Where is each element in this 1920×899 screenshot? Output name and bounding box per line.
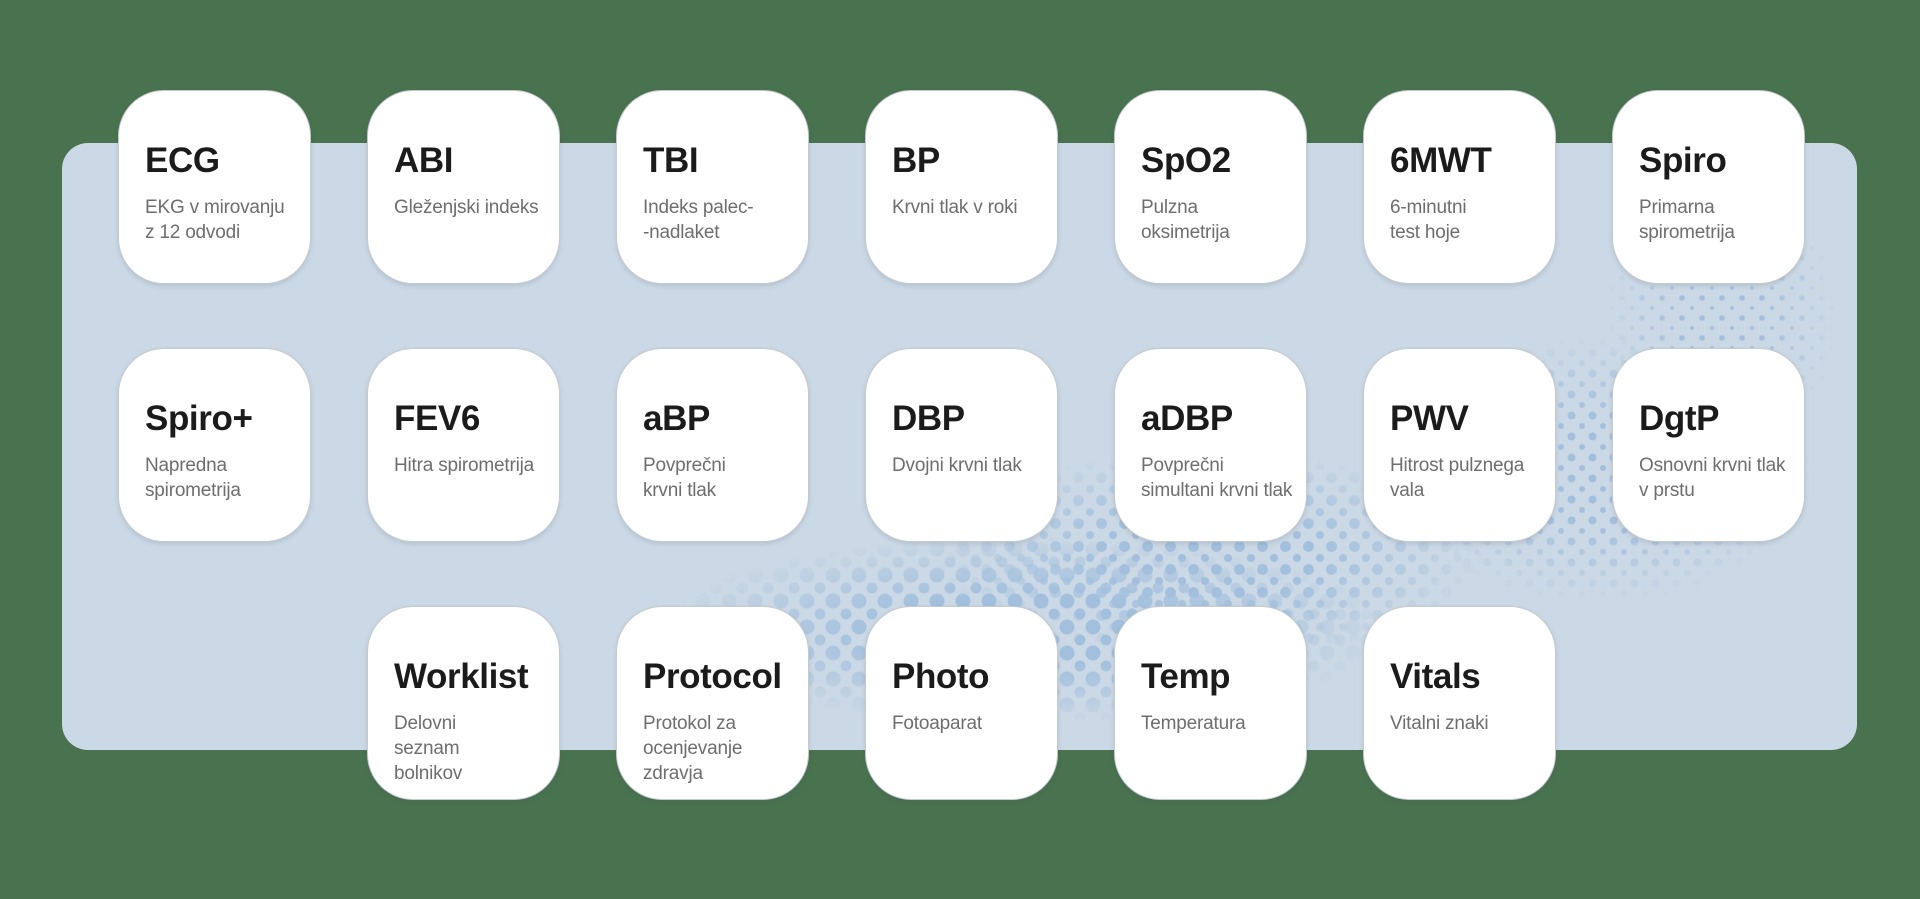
tile-title: Worklist (394, 657, 529, 696)
tile-title: TBI (643, 141, 699, 180)
tile-pwv[interactable]: PWV Hitrost pulznega vala (1363, 348, 1556, 542)
tile-title: aDBP (1141, 399, 1233, 438)
tile-tbi[interactable]: TBI Indeks palec- -nadlaket (616, 90, 809, 284)
tile-title: Spiro (1639, 141, 1727, 180)
tile-subtitle: 6-minutni test hoje (1390, 197, 1467, 243)
tile-6mwt[interactable]: 6MWT 6-minutni test hoje (1363, 90, 1556, 284)
tile-subtitle: Vitalni znaki (1390, 713, 1489, 734)
tile-worklist[interactable]: Worklist Delovni seznam bolnikov (367, 606, 560, 800)
tile-abp[interactable]: aBP Povprečni krvni tlak (616, 348, 809, 542)
tile-subtitle: Osnovni krvni tlak v prstu (1639, 455, 1786, 501)
tile-title: SpO2 (1141, 141, 1231, 180)
tile-title: DgtP (1639, 399, 1720, 438)
tile-subtitle: Delovni seznam bolnikov (394, 713, 463, 784)
tile-subtitle: Indeks palec- -nadlaket (643, 197, 754, 243)
tile-title: aBP (643, 399, 710, 438)
tile-title: FEV6 (394, 399, 480, 438)
tile-spo2[interactable]: SpO2 Pulzna oksimetrija (1114, 90, 1307, 284)
app-grid: ECG EKG v mirovanju z 12 odvodi ABI Glež… (118, 90, 1805, 800)
tile-subtitle: Protokol za ocenjevanje zdravja (643, 713, 743, 784)
tile-adbp[interactable]: aDBP Povprečni simultani krvni tlak (1114, 348, 1307, 542)
tile-photo[interactable]: Photo Fotoaparat (865, 606, 1058, 800)
tile-bp[interactable]: BP Krvni tlak v roki (865, 90, 1058, 284)
tile-subtitle: Temperatura (1141, 713, 1246, 734)
tile-title: Protocol (643, 657, 782, 696)
tile-title: Photo (892, 657, 990, 696)
tile-protocol[interactable]: Protocol Protokol za ocenjevanje zdravja (616, 606, 809, 800)
tile-ecg[interactable]: ECG EKG v mirovanju z 12 odvodi (118, 90, 311, 284)
tile-dbp[interactable]: DBP Dvojni krvni tlak (865, 348, 1058, 542)
tile-abi[interactable]: ABI Gleženjski indeks (367, 90, 560, 284)
tile-dgtp[interactable]: DgtP Osnovni krvni tlak v prstu (1612, 348, 1805, 542)
tile-subtitle: Hitrost pulznega vala (1390, 455, 1525, 501)
tile-subtitle: Pulzna oksimetrija (1141, 197, 1230, 243)
tile-title: PWV (1390, 399, 1469, 438)
tile-vitals[interactable]: Vitals Vitalni znaki (1363, 606, 1556, 800)
tile-subtitle: Hitra spirometrija (394, 455, 534, 476)
tile-subtitle: Dvojni krvni tlak (892, 455, 1022, 476)
tile-title: Spiro+ (145, 399, 253, 438)
tile-subtitle: Povprečni simultani krvni tlak (1141, 455, 1293, 501)
tile-subtitle: Gleženjski indeks (394, 197, 539, 218)
tile-spiro-plus[interactable]: Spiro+ Napredna spirometrija (118, 348, 311, 542)
tile-subtitle: Krvni tlak v roki (892, 197, 1018, 218)
tile-subtitle: Primarna spirometrija (1639, 197, 1735, 243)
tile-subtitle: Napredna spirometrija (145, 455, 241, 501)
tile-subtitle: Fotoaparat (892, 713, 982, 734)
tile-subtitle: EKG v mirovanju z 12 odvodi (145, 197, 285, 243)
tile-subtitle: Povprečni krvni tlak (643, 455, 726, 501)
tile-title: ECG (145, 141, 220, 180)
tile-title: 6MWT (1390, 141, 1492, 180)
tile-title: BP (892, 141, 940, 180)
tile-title: DBP (892, 399, 965, 438)
tile-title: Vitals (1390, 657, 1481, 696)
tile-temp[interactable]: Temp Temperatura (1114, 606, 1307, 800)
tile-spiro[interactable]: Spiro Primarna spirometrija (1612, 90, 1805, 284)
tile-title: ABI (394, 141, 454, 180)
tile-title: Temp (1141, 657, 1231, 696)
tile-fev6[interactable]: FEV6 Hitra spirometrija (367, 348, 560, 542)
